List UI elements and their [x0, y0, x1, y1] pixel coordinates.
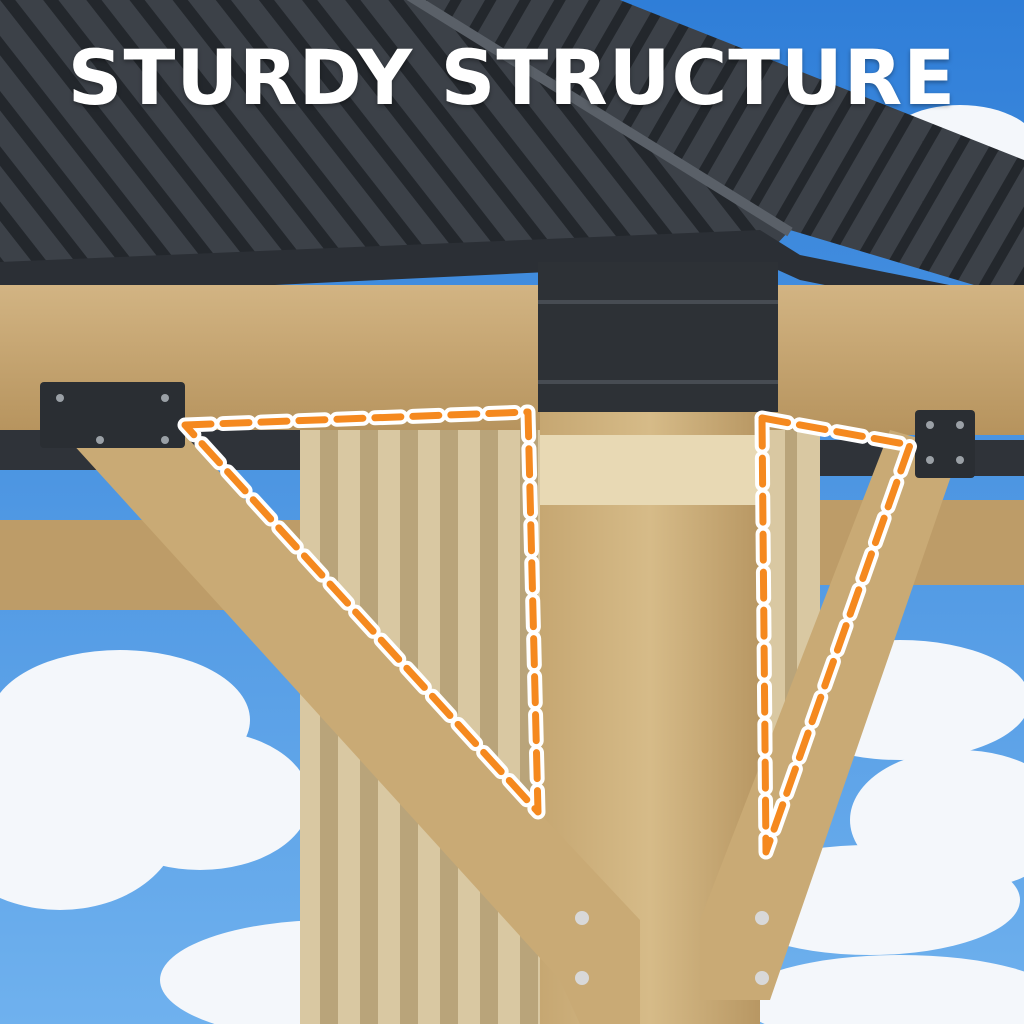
post-cap-line [538, 300, 778, 304]
roof-ridge [406, 0, 793, 237]
roof-right-panel [420, 0, 1024, 300]
dashed-triangle-outline [177, 404, 546, 820]
brace-left [60, 430, 640, 1024]
post-cap [538, 262, 778, 412]
roof-left-panel [0, 0, 790, 262]
roof-fascia [0, 230, 1024, 325]
metal-plate-right [915, 410, 975, 478]
post-cap-line [538, 380, 778, 384]
post-band [540, 435, 760, 505]
headline: STURDY STRUCTURE [67, 33, 957, 122]
bolts [56, 394, 964, 985]
dashed-triangle-outline [754, 410, 918, 860]
metal-plate-left [40, 382, 185, 448]
